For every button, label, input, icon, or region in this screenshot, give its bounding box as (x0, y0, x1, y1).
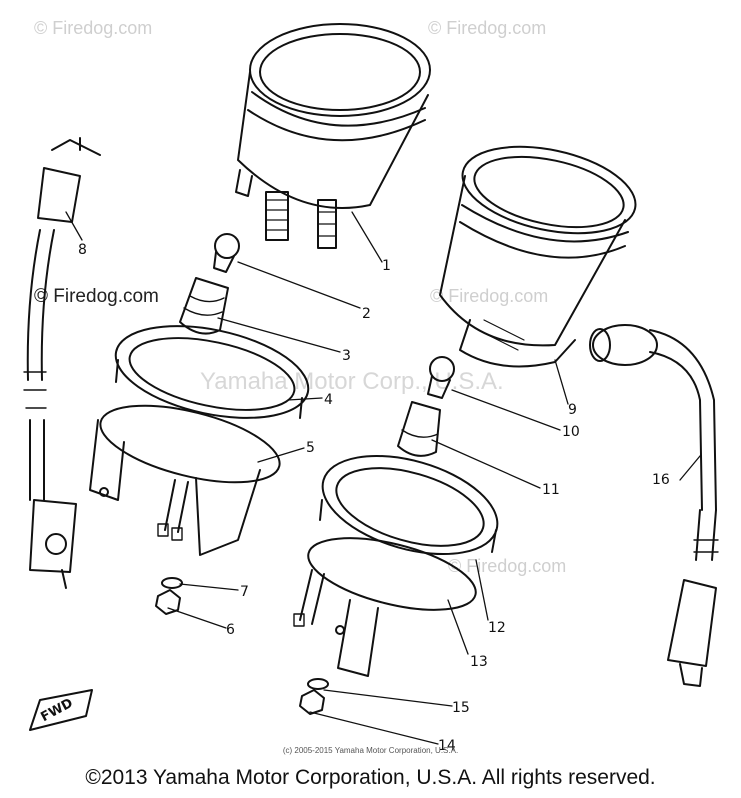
callout-12: 12 (488, 620, 506, 636)
cable-left (23, 137, 101, 589)
callout-1: 1 (382, 258, 391, 274)
fwd-arrow-icon (29, 689, 93, 731)
socket-left (179, 277, 229, 335)
callout-6: 6 (226, 622, 235, 638)
ring-right (319, 454, 499, 556)
fine-print: (c) 2005-2015 Yamaha Motor Corporation, … (282, 746, 459, 755)
callout-10: 10 (562, 424, 580, 440)
washer-right (307, 678, 329, 690)
gauge-right (439, 145, 637, 368)
callout-2: 2 (362, 306, 371, 322)
bulb-left (213, 233, 240, 273)
leader-lines (65, 211, 701, 745)
callout-7: 7 (240, 584, 249, 600)
bracket-right (293, 537, 477, 677)
callout-5: 5 (306, 440, 315, 456)
watermark-top-left: © Firedog.com (34, 18, 153, 38)
callout-4: 4 (324, 392, 333, 408)
callout-16: 16 (652, 472, 670, 488)
bracket-left (89, 404, 281, 556)
socket-right (397, 401, 441, 457)
callout-14: 14 (438, 738, 456, 754)
callout-numbers: 1 2 3 4 5 6 7 8 9 10 11 12 13 14 15 16 (78, 242, 670, 754)
watermark-top-right: © Firedog.com (428, 18, 547, 38)
callout-11: 11 (542, 482, 560, 498)
watermark-mid-left: © Firedog.com (34, 286, 159, 307)
callout-13: 13 (470, 654, 488, 670)
ring-left (114, 325, 310, 419)
watermark-mid-right: © Firedog.com (430, 286, 549, 306)
callout-9: 9 (568, 402, 577, 418)
bulb-right (427, 356, 455, 399)
nut-left (155, 589, 181, 615)
nut-right (299, 689, 325, 715)
gauge-upper-left (235, 23, 431, 249)
callout-3: 3 (342, 348, 351, 364)
callout-15: 15 (452, 700, 470, 716)
copyright-notice: ©2013 Yamaha Motor Corporation, U.S.A. A… (85, 766, 656, 789)
cable-right (589, 324, 719, 687)
callout-8: 8 (78, 242, 87, 258)
washer-left (161, 577, 183, 589)
